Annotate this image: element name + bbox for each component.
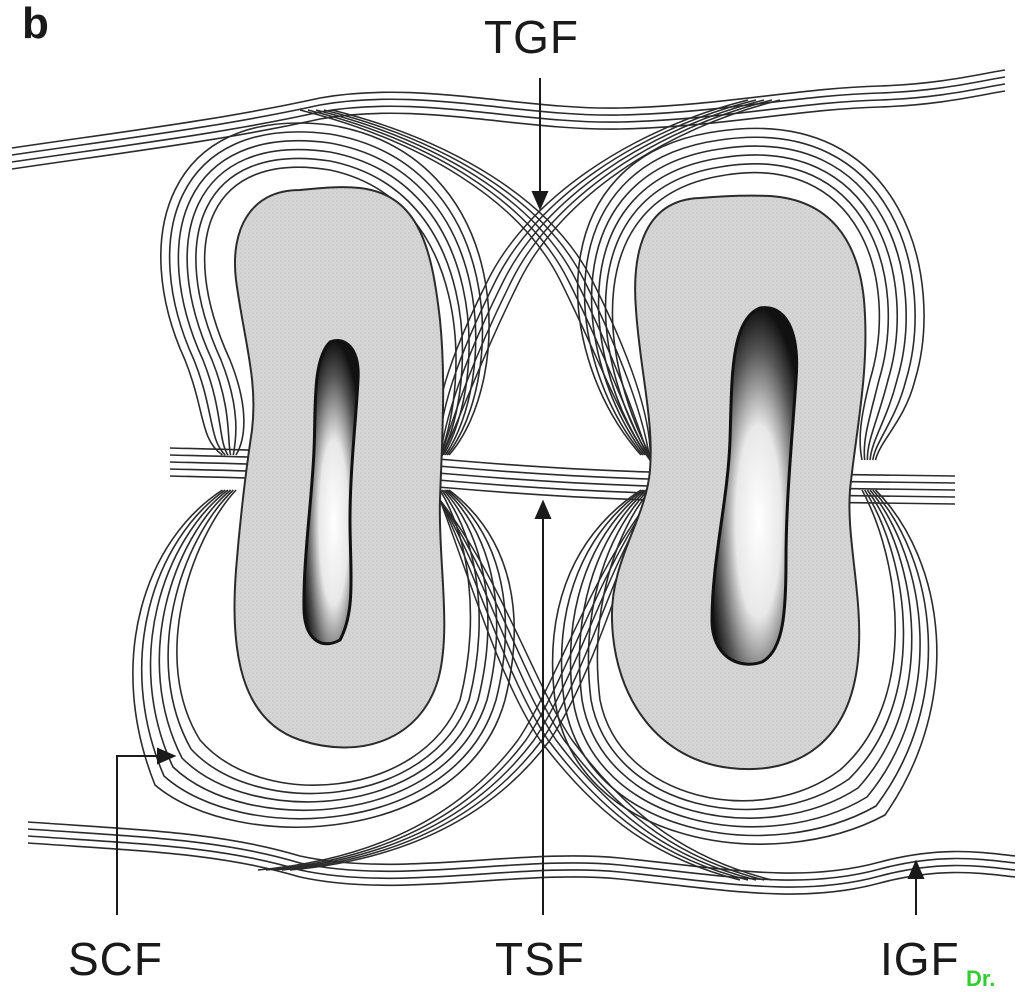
label-tsf: TSF xyxy=(495,936,585,982)
panel-label: b xyxy=(22,2,49,46)
label-igf: IGF xyxy=(880,936,960,982)
left-tooth-root xyxy=(234,187,444,747)
intergingival-fibers xyxy=(28,822,1015,894)
upper-gingival-fibers xyxy=(12,70,1005,169)
label-tgf: TGF xyxy=(484,14,579,60)
gingival-fiber-line xyxy=(12,70,1005,148)
label-scf: SCF xyxy=(68,936,163,982)
gingival-fiber-line xyxy=(12,84,1005,162)
right-tooth-root xyxy=(612,196,866,769)
gingival-fiber-line xyxy=(28,843,1015,894)
gingival-fiber-line xyxy=(12,91,1005,169)
tsf-arrow-head xyxy=(536,502,550,518)
gingival-fiber-line xyxy=(12,77,1005,155)
